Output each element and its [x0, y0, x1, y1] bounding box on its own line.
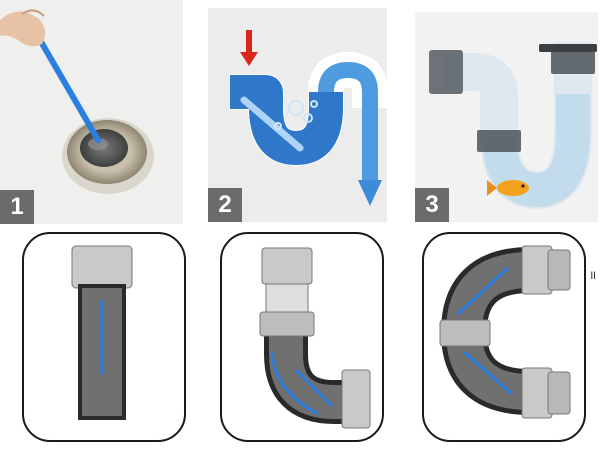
- u-bend-pipe-diagram: [439, 245, 571, 419]
- top-coupling: [551, 50, 595, 74]
- hand: [0, 11, 46, 47]
- elbow-tube: [269, 322, 351, 419]
- elbow-pipe-diagram: [259, 247, 371, 429]
- step-2-illustration: 2: [208, 8, 387, 222]
- red-arrow-head: [240, 52, 258, 66]
- flow-path: [318, 61, 378, 180]
- middle-coupling: [477, 130, 521, 152]
- diagram-straight-pipe: [22, 232, 186, 442]
- drain-stick: [37, 37, 101, 143]
- top-rim: [539, 44, 597, 52]
- p-trap-flow-illustration: [230, 30, 387, 206]
- step-badge-1: 1: [0, 190, 34, 224]
- flow-down-arrow: [358, 180, 382, 206]
- sink-drain-illustration: [0, 9, 154, 194]
- top-connector: [261, 247, 313, 285]
- clear-p-trap-illustration: [429, 42, 597, 209]
- side-connector: [341, 369, 371, 429]
- step-1-photo: 1: [0, 0, 183, 224]
- left-coupling: [429, 50, 463, 94]
- cleaning-stick-bottom: [463, 350, 513, 396]
- step-badge-2: 2: [208, 188, 242, 222]
- cleaning-stick: [294, 368, 334, 408]
- step-3-illustration: 3: [415, 12, 598, 222]
- diagram-elbow-pipe: [220, 232, 384, 442]
- stick-in-water: [240, 96, 304, 152]
- diagram-u-bend-pipe: [422, 232, 586, 442]
- edge-mark: ॥: [589, 268, 597, 282]
- goldfish: [497, 180, 529, 196]
- pipe-connector: [71, 245, 133, 289]
- mid-connector: [439, 319, 491, 347]
- step-badge-3: 3: [415, 188, 449, 222]
- straight-pipe-diagram: [71, 245, 133, 420]
- water-in-clear-pipe: [482, 94, 590, 207]
- red-arrow-shaft: [246, 30, 252, 54]
- cleaning-stick-top: [456, 266, 510, 316]
- mid-connector: [259, 311, 315, 337]
